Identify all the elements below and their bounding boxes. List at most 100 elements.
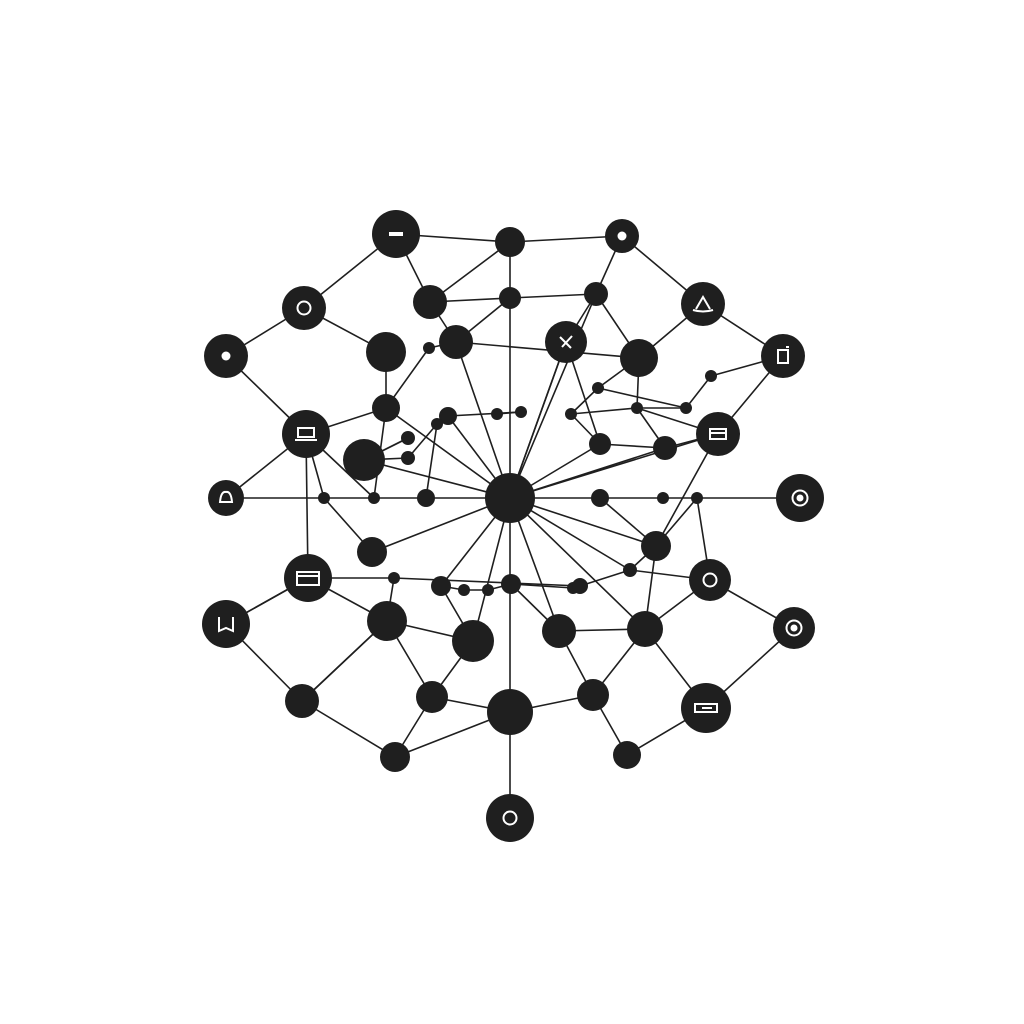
edge-hub-b4 [363, 459, 511, 499]
edge-f1-h1 [301, 700, 396, 758]
node-circle [423, 342, 435, 354]
node-circle [486, 794, 534, 842]
node-d1 [357, 537, 387, 567]
node-d10 [572, 578, 588, 594]
node-d3 [623, 563, 637, 577]
node-circle [458, 584, 470, 596]
node-bottom-right [681, 683, 731, 733]
node-b12 [589, 433, 611, 455]
node-circle [416, 681, 448, 713]
node-far-left [204, 334, 248, 378]
node-circle [202, 600, 250, 648]
ring-icon [502, 810, 518, 826]
node-a4 [439, 325, 473, 359]
ring-icon [702, 572, 718, 588]
node-circle [623, 563, 637, 577]
edge-hub-a3 [509, 293, 597, 499]
node-bottom-center [486, 794, 534, 842]
bell-icon [218, 490, 234, 503]
node-circle [439, 407, 457, 425]
node-b8 [515, 406, 527, 418]
node-b5 [401, 451, 415, 465]
node-d4 [388, 572, 400, 584]
edge-hub-mr [509, 433, 719, 499]
node-a6 [620, 339, 658, 377]
node-circle [761, 334, 805, 378]
node-circle [366, 332, 406, 372]
edge-top_c-tr [509, 235, 623, 243]
node-circle [380, 742, 410, 772]
node-a1 [413, 285, 447, 319]
node-circle [318, 492, 330, 504]
node-a3 [584, 282, 608, 306]
node-circle [368, 492, 380, 504]
node-h1 [380, 742, 410, 772]
node-circle [401, 431, 415, 445]
node-d5 [431, 576, 451, 596]
node-circle [208, 480, 244, 516]
edge-hub-cur [509, 341, 567, 499]
node-g1 [487, 689, 533, 735]
node-bottom-far-right [773, 607, 815, 649]
node-circle [613, 741, 641, 769]
edge-b9-b10 [570, 407, 638, 415]
dot-icon [221, 351, 231, 361]
node-mid-right [696, 412, 740, 456]
node-upper-left [282, 286, 326, 330]
node-circle [577, 679, 609, 711]
node-center-upper-right [545, 321, 587, 363]
minus-icon [389, 232, 403, 236]
node-circle [431, 418, 443, 430]
triangle-icon [692, 295, 714, 313]
node-circle [681, 282, 725, 326]
edge-d4-d10 [393, 577, 581, 587]
node-upper-right [681, 282, 725, 326]
node-circle [584, 282, 608, 306]
node-b10 [631, 402, 643, 414]
edge-a8-b9 [570, 387, 599, 415]
node-f1 [285, 684, 319, 718]
node-circle [705, 370, 717, 382]
node-b13 [653, 436, 677, 460]
node-c3 [417, 489, 435, 507]
node-circle [282, 286, 326, 330]
node-circle [431, 576, 451, 596]
node-circle [417, 489, 435, 507]
node-circle [491, 408, 503, 420]
edge-hub-d2 [509, 497, 657, 547]
node-e4 [627, 611, 663, 647]
edge-b6-c3 [425, 423, 438, 499]
node-circle [653, 436, 677, 460]
edge-b1-hub [385, 407, 511, 499]
node-circle [388, 572, 400, 584]
tools-icon [559, 335, 573, 349]
node-circle [691, 492, 703, 504]
edge-b6-b5 [407, 423, 438, 459]
node-b3 [401, 431, 415, 445]
node-circle [487, 689, 533, 735]
node-circle [515, 406, 527, 418]
node-b1 [372, 394, 400, 422]
node-f3 [577, 679, 609, 711]
edge-hub-e4 [509, 497, 646, 630]
node-circle [689, 559, 731, 601]
node-hub [485, 473, 535, 523]
node-circle [501, 574, 521, 594]
node-circle [413, 285, 447, 319]
node-h2 [613, 741, 641, 769]
node-circle [680, 402, 692, 414]
node-lower-left [284, 554, 332, 602]
node-circle [285, 684, 319, 718]
node-b9 [565, 408, 577, 420]
node-circle [452, 620, 494, 662]
node-circle [357, 537, 387, 567]
node-b6 [431, 418, 443, 430]
node-d6 [458, 584, 470, 596]
edge-ml-ll [305, 433, 309, 579]
monitor-icon [296, 571, 320, 586]
node-a7 [705, 370, 717, 382]
node-circle [589, 433, 611, 455]
node-right-end [776, 474, 824, 522]
edge-d10-d3 [579, 569, 631, 587]
